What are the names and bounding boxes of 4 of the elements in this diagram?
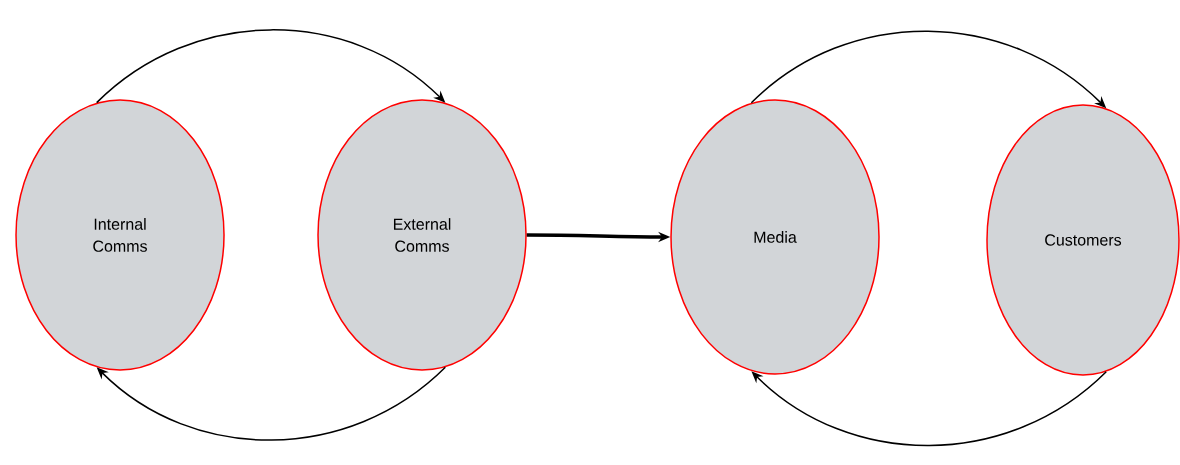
oval-node: Media xyxy=(670,99,880,375)
oval-node: External Comms xyxy=(317,99,527,371)
oval-node: Customers xyxy=(986,104,1180,376)
oval-node: Internal Comms xyxy=(15,99,225,371)
